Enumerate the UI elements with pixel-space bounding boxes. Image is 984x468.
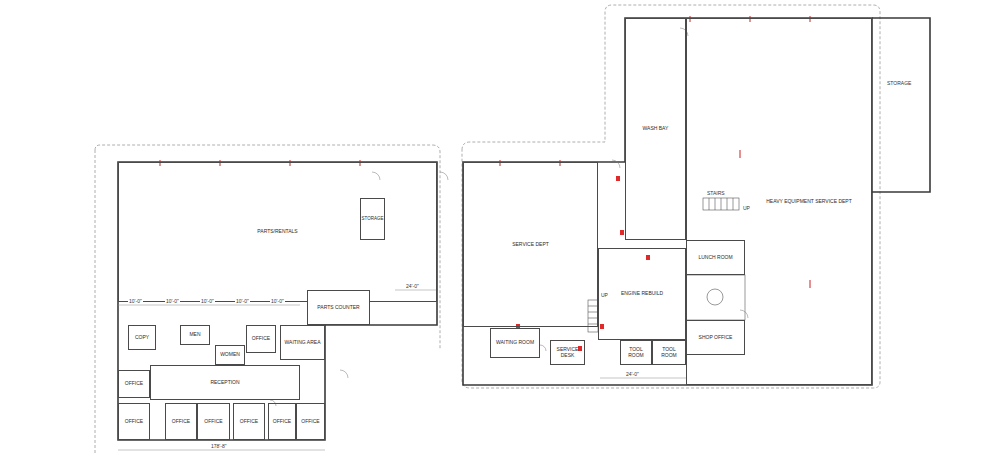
room: OFFICE	[197, 403, 230, 440]
room: WAITING AREA	[280, 325, 325, 360]
room: OFFICE	[233, 403, 265, 440]
room: OFFICE	[165, 403, 197, 440]
room: SERVICE DESK	[550, 340, 585, 365]
room-name: ENGINE REBUILD	[620, 290, 664, 298]
room-name: STORAGE	[361, 216, 385, 223]
plan-label: UP	[742, 205, 751, 211]
exterior-wall	[872, 18, 930, 192]
property-line	[462, 5, 880, 388]
dimension-line	[118, 290, 686, 450]
room: WOMEN	[215, 345, 245, 365]
room-name: TOOL ROOM	[621, 346, 651, 359]
plan-label: 10'-0"	[200, 298, 215, 304]
room: OFFICE	[118, 403, 150, 440]
room-name: OFFICE	[272, 418, 292, 426]
stair	[588, 198, 745, 332]
room: HEAVY EQUIPMENT SERVICE DEPT LUNCH ROOM SH…	[686, 18, 872, 385]
plan-label: STAIRS	[706, 190, 726, 196]
room-name: OFFICE	[124, 380, 144, 388]
plan-label: 10'-0"	[128, 298, 143, 304]
room-name: HEAVY EQUIPMENT SERVICE DEPT	[765, 198, 853, 206]
plan-label: UP	[600, 292, 609, 298]
room-name: OFFICE	[171, 418, 191, 426]
room-name: WAITING AREA	[284, 339, 322, 347]
room-name: SERVICE DEPT	[511, 241, 550, 249]
room-name: MEN	[188, 331, 201, 339]
room: STORAGE	[360, 198, 385, 240]
room-name: OFFICE	[124, 418, 144, 426]
room: OFFICE	[268, 403, 296, 440]
plan-label: 10'-0"	[165, 298, 180, 304]
room-name: SHOP OFFICE	[698, 334, 734, 342]
room-name: WOMEN	[219, 351, 241, 359]
fire-extinguisher	[516, 176, 650, 351]
room: WAITING ROOM	[490, 328, 540, 358]
room: COPY	[128, 325, 156, 350]
property-line	[95, 145, 440, 350]
room: TOOL ROOM	[620, 340, 652, 365]
room: ENGINE REBUILD	[598, 248, 686, 340]
room: OFFICE	[296, 403, 325, 440]
room: OFFICE	[118, 370, 150, 398]
property-line	[95, 150, 96, 455]
room-name: WASH BAY	[642, 125, 670, 133]
room-name: SERVICE DESK	[551, 346, 584, 359]
room: TOOL ROOM	[652, 340, 686, 365]
room-name: OFFICE	[239, 418, 259, 426]
room: PARTS COUNTER	[307, 290, 370, 325]
room: SERVICE DEPT	[463, 162, 598, 327]
room-name: LUNCH ROOM	[697, 254, 733, 262]
plan-label: STORAGE	[886, 80, 912, 86]
plan-label: 24'-0"	[625, 371, 640, 377]
room-name: WAITING ROOM	[495, 339, 535, 347]
room: LUNCH ROOM	[686, 240, 745, 275]
plan-label: 178'-8"	[210, 443, 228, 449]
room-name: OFFICE	[251, 335, 271, 343]
room-name: PARTS/RENTALS	[256, 228, 298, 236]
room: PARTS/RENTALSSTORAGEPARTS COUNTER	[118, 162, 437, 302]
exterior-wall	[463, 18, 872, 385]
exterior-wall	[118, 162, 437, 440]
room: SHOP OFFICE	[686, 320, 745, 355]
room: RECEPTION	[150, 365, 300, 400]
room: MEN	[180, 325, 210, 345]
plan-label: 24'-0"	[405, 283, 420, 289]
room-name: PARTS COUNTER	[316, 304, 360, 312]
room: OFFICE	[246, 325, 276, 353]
plan-label: 10'-0"	[235, 298, 250, 304]
room-name: OFFICE	[203, 418, 223, 426]
door-swing	[270, 28, 748, 406]
room-name: COPY	[134, 334, 150, 342]
room-name: RECEPTION	[209, 379, 240, 387]
room: WASH BAY	[625, 18, 686, 240]
room-name: TOOL ROOM	[653, 346, 685, 359]
room-name: OFFICE	[300, 418, 320, 426]
plan-label: 10'-0"	[270, 298, 285, 304]
